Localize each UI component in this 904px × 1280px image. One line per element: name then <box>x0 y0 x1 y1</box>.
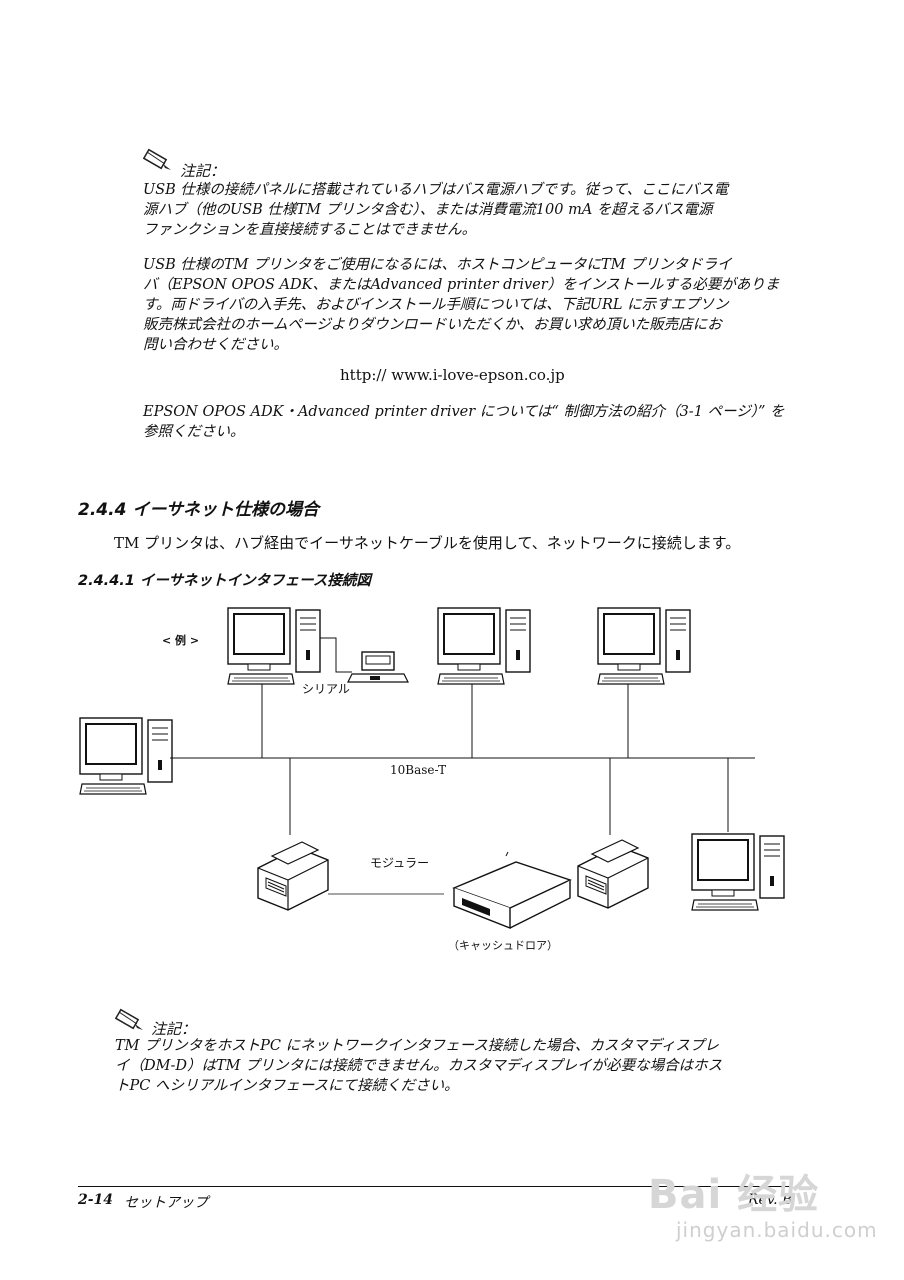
modular-label: モジュラー <box>370 856 430 870</box>
network-label: 10Base-T <box>390 763 447 777</box>
note-icon <box>142 148 173 172</box>
footer-rule <box>78 1186 790 1187</box>
drawer-label: （キャッシュドロア） <box>448 939 558 952</box>
paragraph-line: す。両ドライバの入手先、およびインストール手順については、下記URL に示すエプ… <box>143 297 729 313</box>
paragraph-line: 参照ください。 <box>143 424 245 440</box>
chapter-name: セットアップ <box>124 1195 208 1211</box>
note-line: 源ハブ（他のUSB 仕様TM プリンタ含む）、または消費電流100 mA を超え… <box>143 202 713 218</box>
usb-driver-paragraph: USB 仕様のTM プリンタをご使用になるには、ホストコンピュータにTM プリン… <box>143 255 803 355</box>
host-computer <box>597 607 691 685</box>
note-label: 注記： <box>180 162 226 180</box>
paragraph-line: USB 仕様のTM プリンタをご使用になるには、ホストコンピュータにTM プリン… <box>143 257 732 273</box>
cash-drawer <box>452 851 572 930</box>
serial-label: シリアル <box>302 682 350 696</box>
note-line: ファンクションを直接接続することはできません。 <box>143 222 477 238</box>
host-computer <box>227 607 321 685</box>
tm-printer <box>257 841 329 911</box>
ethernet-diagram <box>79 607 785 930</box>
note-icon <box>114 1008 145 1032</box>
section-heading: 2.4.4 イーサネット仕様の場合 <box>78 500 319 520</box>
customer-display <box>347 651 409 683</box>
host-computer <box>437 607 531 685</box>
note-text: TM プリンタをホストPC にネットワークインタフェース接続した場合、カスタマデ… <box>115 1036 805 1096</box>
note-line: USB 仕様の接続パネルに搭載されているハブはバス電源ハブです。従って、ここにバ… <box>143 182 729 198</box>
paragraph-line: 問い合わせください。 <box>143 337 288 353</box>
note-text: USB 仕様の接続パネルに搭載されているハブはバス電源ハブです。従って、ここにバ… <box>143 180 803 240</box>
note-line: トPC へシリアルインタフェースにて接続ください。 <box>115 1078 459 1094</box>
paragraph-line: 販売株式会社のホームページよりダウンロードいただくか、お買い求め頂いた販売店にお <box>143 317 722 333</box>
reference-paragraph: EPSON OPOS ADK・Advanced printer driver に… <box>143 402 803 442</box>
revision: Rev. B <box>748 1192 793 1208</box>
page-number: 2-14 <box>78 1192 114 1208</box>
note-label: 注記： <box>151 1020 197 1038</box>
paragraph-line: バ（EPSON OPOS ADK、またはAdvanced printer dri… <box>143 277 780 293</box>
subsection-heading: 2.4.4.1 イーサネットインタフェース接続図 <box>78 573 371 589</box>
host-computer <box>691 833 785 911</box>
host-computer <box>79 717 173 795</box>
section-body: TM プリンタは、ハブ経由でイーサネットケーブルを使用して、ネットワークに接続し… <box>114 534 741 552</box>
paragraph-line: EPSON OPOS ADK・Advanced printer driver に… <box>143 404 785 420</box>
watermark-logo: Bai 经验 <box>648 1172 820 1218</box>
tm-printer <box>577 839 649 909</box>
note-line: イ（DM-D）はTM プリンタには接続できません。カスタマディスプレイが必要な場… <box>115 1058 723 1074</box>
example-label: < 例 > <box>162 634 200 647</box>
watermark-url: jingyan.baidu.com <box>676 1218 878 1242</box>
note-line: TM プリンタをホストPC にネットワークインタフェース接続した場合、カスタマデ… <box>115 1038 719 1054</box>
epson-url-link[interactable]: http:// www.i-love-epson.co.jp <box>340 366 565 384</box>
